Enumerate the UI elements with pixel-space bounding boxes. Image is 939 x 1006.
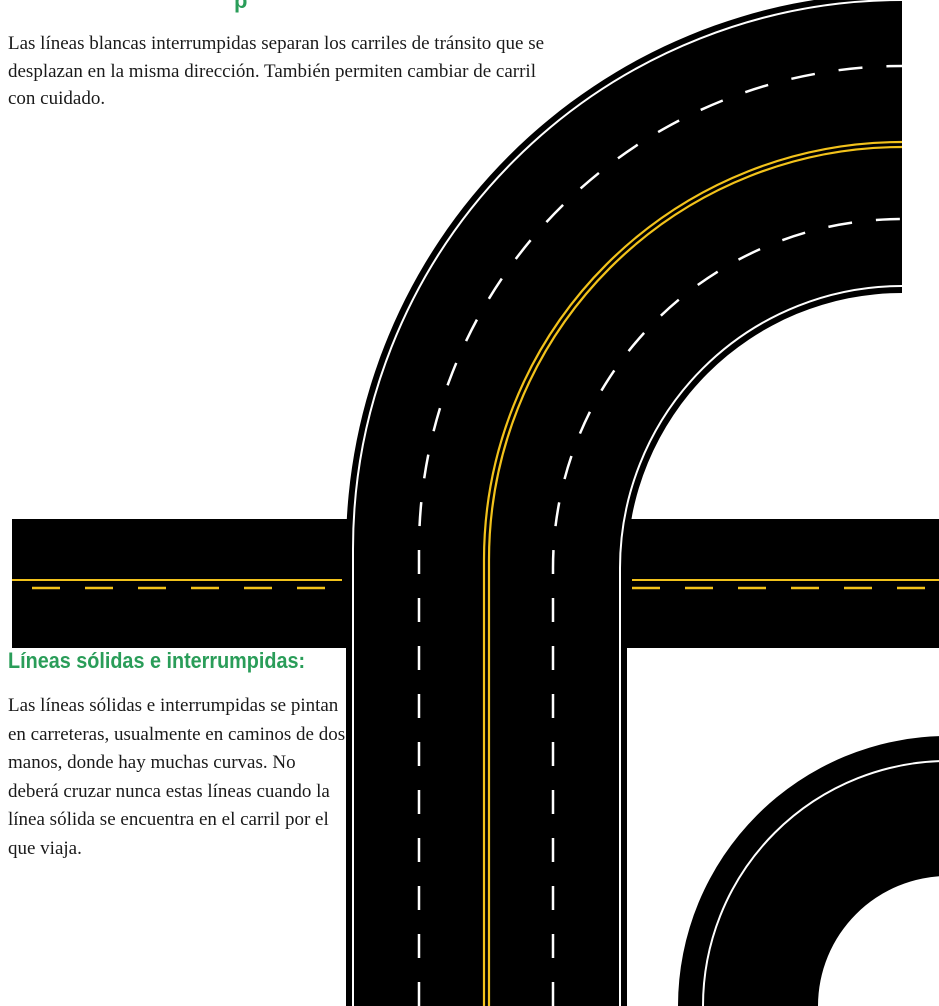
section-heading: Líneas sólidas e interrumpidas: xyxy=(8,648,306,673)
horizontal-road-right xyxy=(620,519,939,648)
curved-road-lower-right xyxy=(678,736,939,1006)
intro-paragraph: Las líneas blancas interrumpidas separan… xyxy=(8,33,545,109)
section-body: Las líneas sólidas e interrumpidas se pi… xyxy=(8,695,346,859)
top-heading-fragment: p xyxy=(234,0,248,13)
curved-road-main xyxy=(346,0,903,1006)
horizontal-road-left xyxy=(12,519,350,648)
